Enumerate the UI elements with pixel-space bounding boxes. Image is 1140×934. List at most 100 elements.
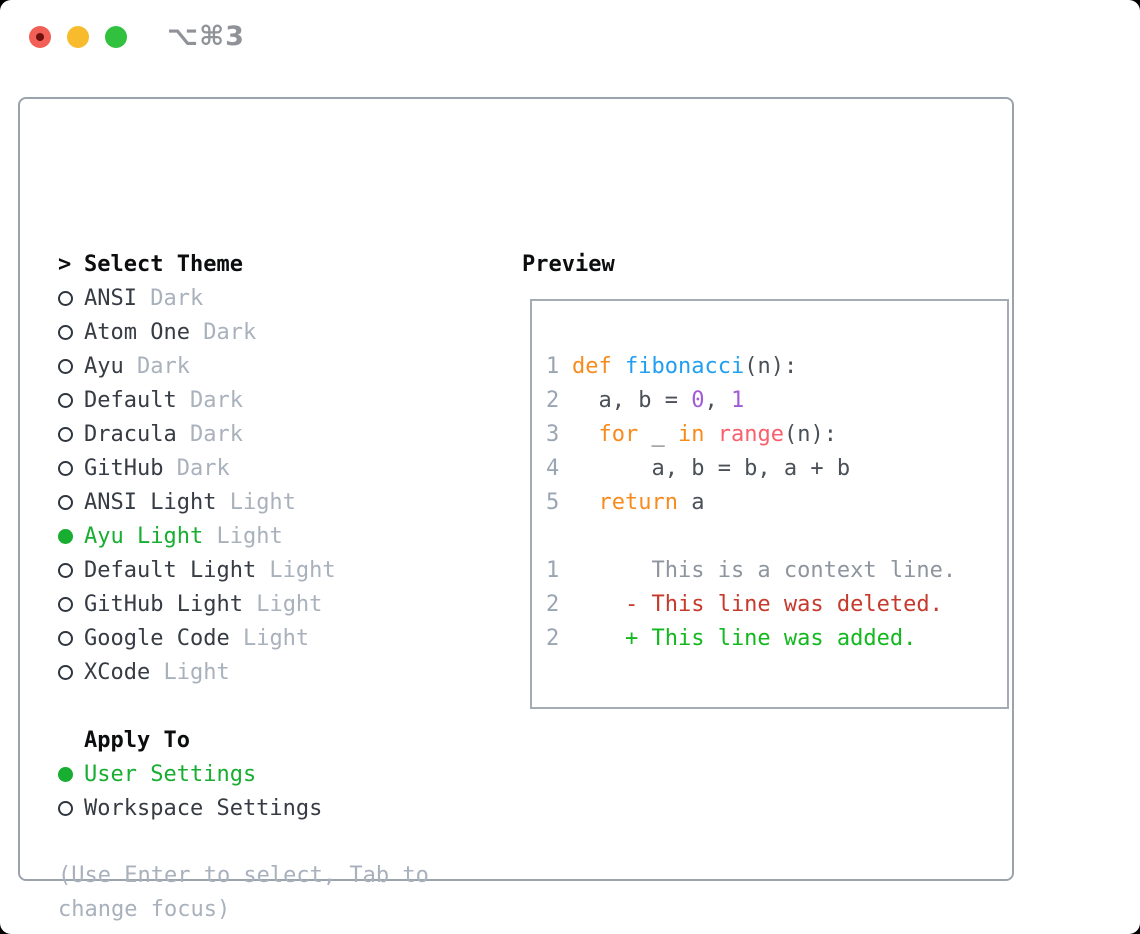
apply-option-label: User Settings — [84, 761, 257, 787]
theme-name: GitHub — [84, 455, 164, 481]
select-theme-header: > Select Theme — [58, 247, 429, 281]
line-number: 2 — [546, 387, 560, 413]
code-token-number: 1 — [730, 387, 745, 413]
line-number: 3 — [546, 421, 560, 447]
radio-icon — [58, 630, 73, 646]
theme-option-ansi-light[interactable]: ANSI Light Light — [58, 485, 429, 519]
radio-icon — [58, 426, 73, 442]
radio-icon — [58, 562, 73, 578]
code-token-builtin: range — [717, 421, 784, 447]
theme-variant-badge: Light — [216, 489, 296, 515]
code-line: 1 This is a context line. — [546, 553, 956, 587]
radio-icon — [58, 324, 73, 340]
code-line: 4 a, b = b, a + b — [546, 451, 956, 485]
code-line: 2 a, b = 0, 1 — [546, 383, 956, 417]
radio-icon — [58, 494, 73, 510]
code-token-plain — [572, 422, 599, 447]
window-title: ⌥⌘3 — [167, 21, 245, 52]
theme-name: Default Light — [84, 557, 257, 583]
code-token-number: 0 — [691, 387, 705, 413]
radio-icon — [58, 800, 73, 816]
line-number: 2 — [546, 625, 560, 651]
code-token-plain: (n): — [744, 353, 798, 379]
code-token-plain: a, b = — [572, 387, 692, 413]
theme-option-github-light[interactable]: GitHub Light Light — [58, 587, 429, 621]
line-number: 1 — [546, 557, 560, 583]
section-gap — [58, 825, 429, 859]
theme-variant-badge: Dark — [189, 319, 257, 345]
close-button[interactable] — [29, 26, 51, 48]
code-token-plain — [705, 422, 718, 447]
focus-prompt-icon: > — [58, 251, 72, 277]
theme-variant-badge: Dark — [176, 421, 243, 447]
theme-variant-badge: Dark — [123, 353, 190, 379]
code-token-deleted: - This line was deleted. — [572, 591, 943, 617]
theme-variant-badge: Light — [242, 591, 323, 617]
apply-option-label: Workspace Settings — [84, 795, 323, 821]
theme-variant-badge: Dark — [163, 455, 230, 481]
radio-icon — [58, 358, 73, 374]
theme-option-ayu-light[interactable]: Ayu Light Light — [58, 519, 429, 553]
theme-variant-badge: Light — [203, 523, 283, 549]
code-token-plain: a — [677, 489, 705, 515]
theme-variant-badge: Light — [150, 659, 230, 685]
theme-variant-badge: Dark — [176, 387, 243, 413]
theme-option-google-code[interactable]: Google Code Light — [58, 621, 429, 655]
radio-icon — [58, 392, 73, 408]
section-gap — [58, 689, 429, 723]
keyboard-hint: (Use Enter to select, Tab to change focus… — [58, 859, 429, 927]
theme-name: Atom One — [84, 319, 190, 345]
apply-option-user-settings[interactable]: User Settings — [58, 757, 429, 791]
theme-option-default-light[interactable]: Default Light Light — [58, 553, 429, 587]
minimize-button[interactable] — [67, 26, 89, 48]
theme-option-ayu[interactable]: Ayu Dark — [58, 349, 429, 383]
zoom-button[interactable] — [105, 26, 127, 48]
radio-selected-icon — [58, 766, 73, 782]
theme-option-atom-one[interactable]: Atom One Dark — [58, 315, 429, 349]
keyboard-hint-line: change focus) — [58, 897, 231, 922]
theme-option-default[interactable]: Default Dark — [58, 383, 429, 417]
theme-name: XCode — [84, 659, 151, 685]
code-line: 3 for _ in range(n): — [546, 417, 956, 451]
theme-option-ansi[interactable]: ANSI Dark — [58, 281, 429, 315]
theme-variant-badge: Light — [229, 625, 310, 651]
theme-name: Dracula — [84, 421, 177, 447]
code-token-function: fibonacci — [625, 353, 745, 379]
code-token-plain: (n): — [783, 421, 837, 447]
radio-selected-icon — [58, 528, 73, 544]
code-token-context: This is a context line. — [572, 557, 957, 583]
code-token-keyword: return — [598, 489, 678, 515]
code-line: 2 - This line was deleted. — [546, 587, 956, 621]
code-token-keyword: for — [598, 421, 639, 447]
code-token-plain — [572, 490, 599, 515]
apply-option-workspace-settings[interactable]: Workspace Settings — [58, 791, 429, 825]
theme-name: GitHub Light — [84, 591, 243, 617]
radio-icon — [58, 290, 73, 306]
radio-icon — [58, 460, 73, 476]
code-line: 5 return a — [546, 485, 956, 519]
line-number: 4 — [546, 455, 560, 481]
preview-title: Preview — [522, 251, 615, 277]
radio-icon — [58, 596, 73, 612]
theme-option-dracula[interactable]: Dracula Dark — [58, 417, 429, 451]
theme-option-github[interactable]: GitHub Dark — [58, 451, 429, 485]
theme-option-xcode[interactable]: XCode Light — [58, 655, 429, 689]
code-line — [546, 519, 956, 553]
theme-name: Ayu — [84, 353, 124, 379]
select-theme-title: Select Theme — [84, 251, 243, 277]
keyboard-hint-line: (Use Enter to select, Tab to — [58, 863, 429, 888]
code-line: 2 + This line was added. — [546, 621, 956, 655]
code-token-plain: a, b = b, a + b — [572, 455, 851, 481]
theme-name: Default — [84, 387, 177, 413]
theme-name: ANSI — [84, 285, 137, 311]
code-token-plain: _ — [638, 421, 678, 447]
close-dot-icon — [36, 33, 44, 41]
code-token-plain — [612, 354, 625, 379]
theme-variant-badge: Light — [256, 557, 336, 583]
